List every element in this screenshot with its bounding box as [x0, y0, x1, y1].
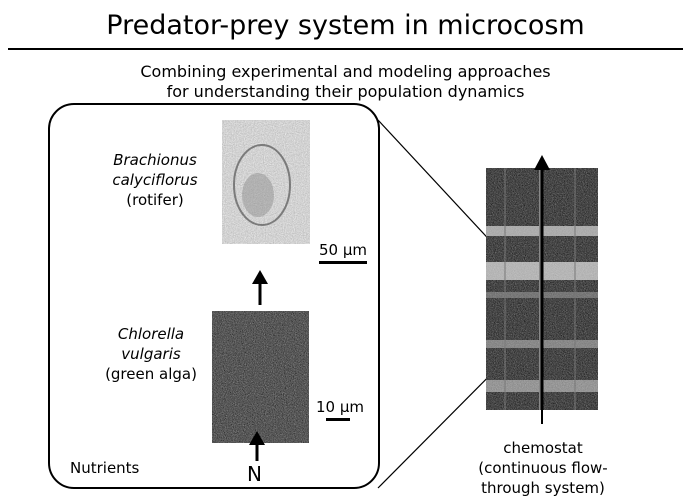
chemostat-title: chemostat [463, 438, 623, 458]
alga-common-name: (green alga) [96, 364, 206, 384]
rotifer-common-name: (rotifer) [100, 190, 210, 210]
scale-bar-alga [326, 418, 350, 421]
alga-genus: Chlorella [96, 324, 206, 344]
scale-label-alga: 10 μm [316, 398, 364, 416]
subtitle-line-1: Combining experimental and modeling appr… [0, 62, 691, 81]
chemostat-photo [486, 155, 598, 424]
title-rule [8, 48, 683, 50]
nutrients-label: Nutrients [70, 458, 160, 478]
scale-label-rotifer: 50 μm [319, 241, 367, 259]
rotifer-label: Brachionus calyciflorus (rotifer) [100, 150, 210, 210]
chemostat-desc-1: (continuous flow- [463, 458, 623, 478]
nutrient-symbol: N [247, 462, 262, 486]
page-title: Predator-prey system in microcosm [0, 10, 691, 41]
chemostat-desc-2: through system) [463, 478, 623, 498]
scale-bar-rotifer [319, 261, 367, 264]
subtitle-line-2: for understanding their population dynam… [0, 82, 691, 101]
chemostat-label: chemostat (continuous flow- through syst… [463, 438, 623, 498]
alga-species: vulgaris [96, 344, 206, 364]
alga-label: Chlorella vulgaris (green alga) [96, 324, 206, 384]
organism-panel [48, 103, 380, 489]
rotifer-species: calyciflorus [100, 170, 210, 190]
rotifer-genus: Brachionus [100, 150, 210, 170]
